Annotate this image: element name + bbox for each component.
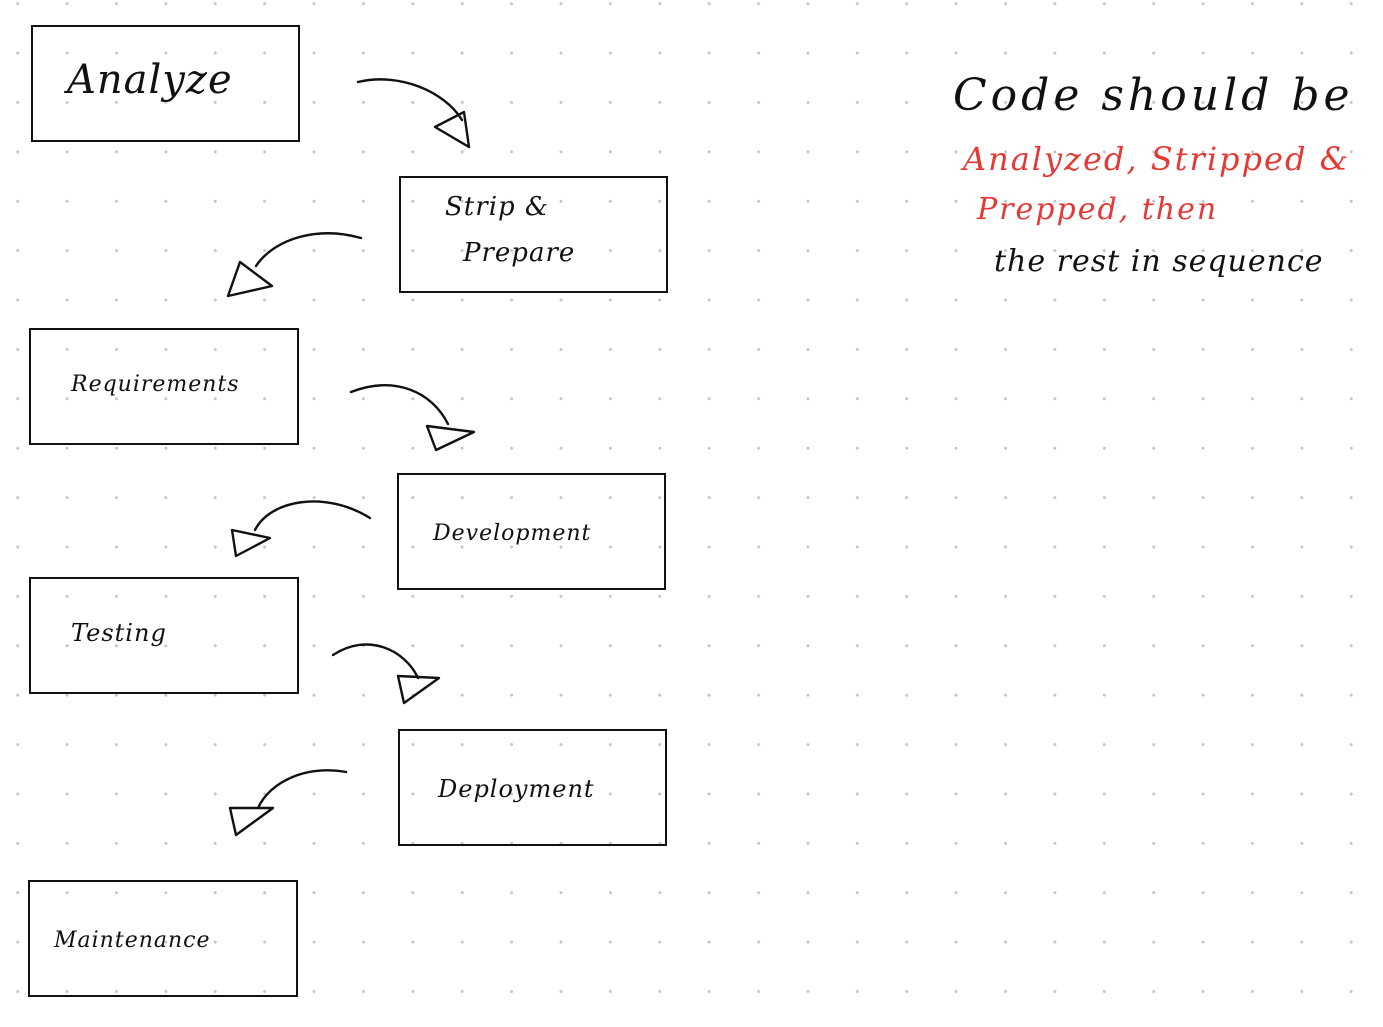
arrowhead-requirements-to-development (425, 424, 476, 452)
strip-label: Strip & (445, 192, 550, 222)
arrowhead-analyze-to-strip (433, 110, 471, 149)
testing-label: Testing (71, 619, 167, 647)
deployment-box: Deployment (398, 729, 667, 846)
arrowhead-development-to-testing (230, 528, 272, 558)
development-box: Development (397, 473, 666, 590)
prepare-label: Prepare (463, 238, 576, 268)
arrowhead-testing-to-deployment (396, 674, 441, 705)
maintenance-box: Maintenance (28, 880, 298, 997)
arrow-deployment-to-maintenance (256, 769, 348, 810)
arrowhead-strip-to-requirements (226, 260, 274, 298)
arrow-strip-to-requirements (254, 232, 363, 268)
requirements-box: Requirements (29, 328, 299, 445)
maintenance-label: Maintenance (54, 928, 211, 953)
analyze-box: Analyze (31, 25, 300, 142)
arrow-requirements-to-development (349, 384, 450, 426)
arrow-testing-to-deployment (331, 643, 420, 680)
note-line-2: Analyzed, Stripped & (963, 140, 1351, 178)
note-line-1: Code should be (953, 70, 1354, 121)
arrow-analyze-to-strip (356, 78, 464, 122)
strip-prepare-box: Strip & Prepare (399, 176, 668, 293)
requirements-label: Requirements (71, 372, 240, 397)
note-line-3: Prepped, then (977, 192, 1219, 227)
arrow-development-to-testing (253, 500, 372, 532)
testing-box: Testing (29, 577, 299, 694)
analyze-label: Analyze (67, 57, 233, 103)
note-line-4: the rest in sequence (994, 244, 1324, 279)
deployment-label: Deployment (438, 775, 595, 803)
development-label: Development (433, 521, 592, 546)
arrowhead-deployment-to-maintenance (228, 806, 275, 837)
